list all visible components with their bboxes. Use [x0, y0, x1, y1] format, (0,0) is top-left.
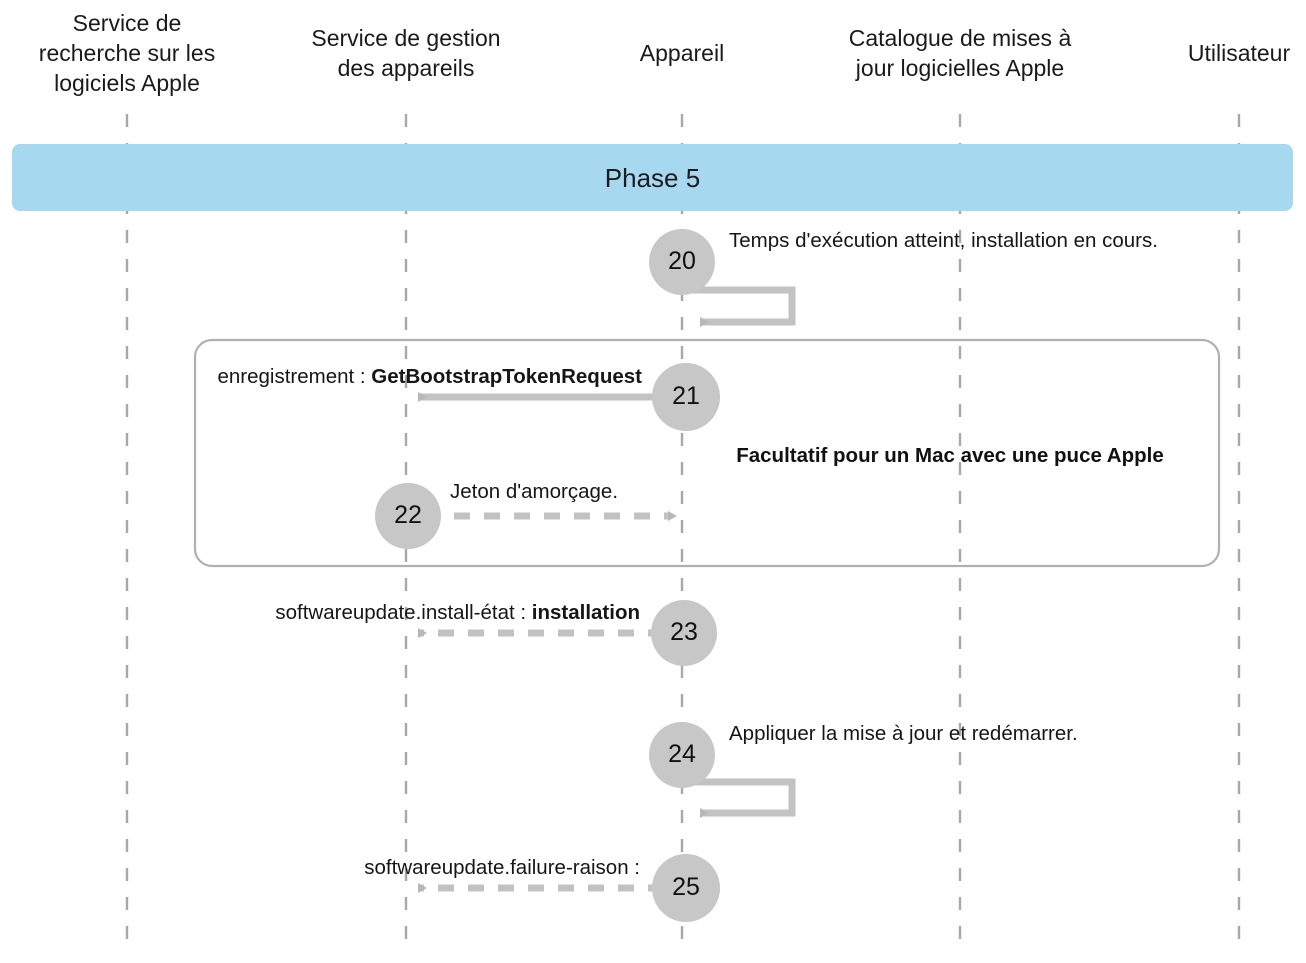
- step-number-21[interactable]: 21: [672, 382, 700, 410]
- optional-group-label: Facultatif pour un Mac avec une puce App…: [736, 444, 1164, 467]
- step-25-message: softwareupdate.failure-raison :: [150, 856, 640, 880]
- step-22-message-text: Jeton d'amorçage.: [450, 480, 619, 503]
- step-20-message-text: Temps d'exécution atteint, installation …: [729, 229, 1158, 252]
- lane-header-catalog: Catalogue de mises à jour logicielles Ap…: [848, 25, 1072, 81]
- step-22-message: Jeton d'amorçage.: [450, 480, 618, 504]
- step-number-25[interactable]: 25: [672, 873, 700, 901]
- optional-group-box: [193, 338, 1221, 568]
- step-23-message-text: softwareupdate.install-état :: [275, 601, 532, 624]
- step-circle-23[interactable]: [651, 600, 717, 666]
- lane-header-software-lookup: Service de recherche sur les logiciels A…: [38, 10, 216, 96]
- step-23-message-bold: installation: [531, 601, 640, 624]
- step-number-20[interactable]: 20: [668, 247, 696, 275]
- step-21-message-bold: GetBootstrapTokenRequest: [371, 365, 642, 388]
- step-circle-24[interactable]: [649, 722, 715, 788]
- step-number-24[interactable]: 24: [668, 740, 696, 768]
- lane-header-device-management: Service de gestion des appareils: [311, 25, 501, 81]
- step-20-arrow: [690, 286, 796, 327]
- step-circle-21[interactable]: [652, 363, 720, 431]
- step-circle-25[interactable]: [652, 854, 720, 922]
- step-24-message-text: Appliquer la mise à jour et redémarrer.: [729, 722, 1078, 745]
- step-circle-22[interactable]: [375, 483, 441, 549]
- phase-banner-label: Phase 5: [604, 163, 701, 193]
- lifelines: [125, 114, 1241, 955]
- step-number-22[interactable]: 22: [394, 501, 422, 529]
- lane-header-device: Appareil: [639, 40, 725, 66]
- phase-banner: [12, 144, 1293, 211]
- step-23-message: softwareupdate.install-état : installati…: [150, 601, 640, 625]
- step-21-message-text: enregistrement :: [217, 365, 372, 388]
- step-24-arrow: [690, 778, 796, 818]
- step-20-message: Temps d'exécution atteint, installation …: [729, 229, 1158, 253]
- step-number-23[interactable]: 23: [670, 618, 698, 646]
- lane-header-user: Utilisateur: [1187, 40, 1291, 66]
- step-21-message: enregistrement : GetBootstrapTokenReques…: [150, 365, 642, 389]
- step-circle-20[interactable]: [649, 229, 715, 295]
- step-24-message: Appliquer la mise à jour et redémarrer.: [729, 722, 1078, 746]
- step-25-message-text: softwareupdate.failure-raison :: [364, 856, 640, 879]
